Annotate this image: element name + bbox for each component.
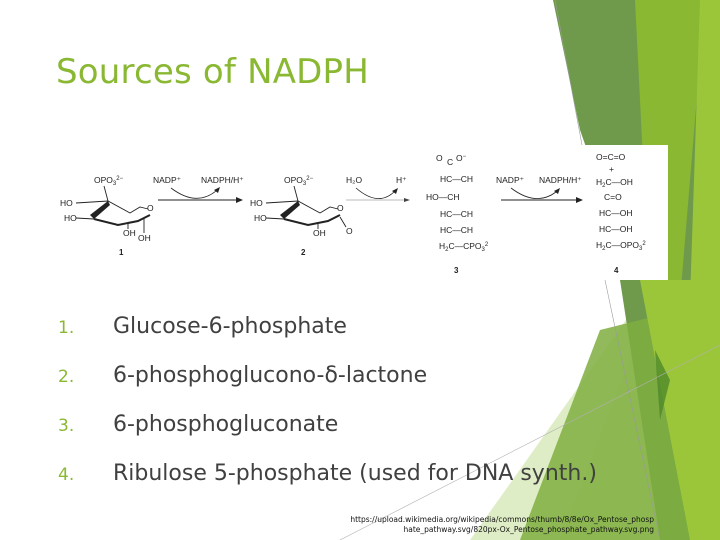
pathway-diagram-graphic: OPO32− O HO HO OH OH 1 NADP⁺ NADPH/H⁺ [60, 152, 646, 275]
svg-text:HO—CH: HO—CH [426, 192, 460, 202]
compound-3-number: 3 [454, 266, 459, 275]
svg-text:OH: OH [138, 233, 151, 243]
source-citation: https://upload.wikimedia.org/wikipedia/c… [350, 515, 654, 535]
svg-text:OH: OH [313, 228, 326, 238]
svg-text:HO: HO [64, 213, 77, 223]
list-label: Ribulose 5-phosphate (used for DNA synth… [113, 461, 597, 486]
compound-list: 1. Glucose-6-phosphate 2. 6-phosphogluco… [58, 314, 597, 510]
source-url-line-2[interactable]: hate_pathway.svg/820px-Ox_Pentose_phosph… [403, 525, 655, 534]
list-label: 6-phosphoglucono-δ-lactone [113, 363, 428, 388]
svg-text:HO: HO [254, 213, 267, 223]
list-number: 2. [58, 367, 75, 387]
svg-text:O−: O− [456, 153, 467, 163]
list-number: 3. [58, 416, 75, 436]
svg-text:OPO32−: OPO32− [284, 175, 314, 187]
svg-text:OH: OH [123, 228, 136, 238]
svg-text:O: O [436, 153, 443, 163]
svg-text:OPO32−: OPO32− [94, 175, 124, 187]
compound-4-structure: O=C=O + H2C—OH C=O HC—OH HC—OH H2C—OPO32… [596, 152, 646, 275]
reaction-arrow-3: NADP⁺ NADPH/H⁺ [496, 175, 583, 203]
arrow-3-product: NADPH/H⁺ [539, 175, 582, 185]
svg-text:HC—CH: HC—CH [440, 174, 473, 184]
svg-text:O: O [147, 203, 154, 213]
compound-2-structure: OPO32− O O HO HO OH 2 [250, 175, 353, 257]
slide-title: Sources of NADPH [56, 52, 370, 92]
svg-text:HC—CH: HC—CH [440, 209, 473, 219]
svg-text:C: C [447, 157, 453, 167]
svg-text:H2C—OH: H2C—OH [596, 177, 633, 189]
compound-3-structure: O C O− HC—CH HO—CH HC—CH HC—CH H2C—CPO32… [426, 153, 489, 275]
svg-text:O=C=O: O=C=O [596, 152, 626, 162]
list-item: 1. Glucose-6-phosphate [58, 314, 597, 363]
list-item: 2. 6-phosphoglucono-δ-lactone [58, 363, 597, 412]
list-label: 6-phosphogluconate [113, 412, 339, 437]
svg-text:HO: HO [60, 198, 73, 208]
reaction-arrow-2: H₂O H⁺ [346, 175, 410, 202]
pathway-diagram: OPO32− O HO HO OH OH 1 NADP⁺ NADPH/H⁺ [56, 145, 668, 280]
svg-text:+: + [609, 164, 614, 174]
compound-2-number: 2 [301, 248, 306, 257]
svg-text:O: O [346, 226, 353, 236]
arrow-1-product: NADPH/H⁺ [201, 175, 244, 185]
svg-text:HC—CH: HC—CH [440, 225, 473, 235]
list-label: Glucose-6-phosphate [113, 314, 347, 339]
arrow-2-reactant: H₂O [346, 175, 362, 185]
svg-text:HO: HO [250, 198, 263, 208]
arrow-2-product: H⁺ [396, 175, 407, 185]
compound-4-number: 4 [614, 266, 619, 275]
list-number: 4. [58, 465, 75, 485]
list-item: 3. 6-phosphogluconate [58, 412, 597, 461]
compound-1-number: 1 [119, 248, 124, 257]
source-url-line-1[interactable]: https://upload.wikimedia.org/wikipedia/c… [350, 515, 654, 524]
svg-text:O: O [337, 203, 344, 213]
compound-1-structure: OPO32− O HO HO OH OH 1 [60, 175, 154, 257]
arrow-3-reactant: NADP⁺ [496, 175, 525, 185]
arrow-1-reactant: NADP⁺ [153, 175, 182, 185]
svg-text:HC—OH: HC—OH [599, 208, 633, 218]
svg-text:C=O: C=O [604, 192, 622, 202]
svg-text:H2C—OPO32: H2C—OPO32 [596, 240, 646, 252]
svg-text:HC—OH: HC—OH [599, 224, 633, 234]
reaction-arrow-1: NADP⁺ NADPH/H⁺ [153, 175, 244, 203]
list-item: 4. Ribulose 5-phosphate (used for DNA sy… [58, 461, 597, 510]
list-number: 1. [58, 318, 75, 338]
svg-text:H2C—CPO32: H2C—CPO32 [439, 241, 489, 253]
